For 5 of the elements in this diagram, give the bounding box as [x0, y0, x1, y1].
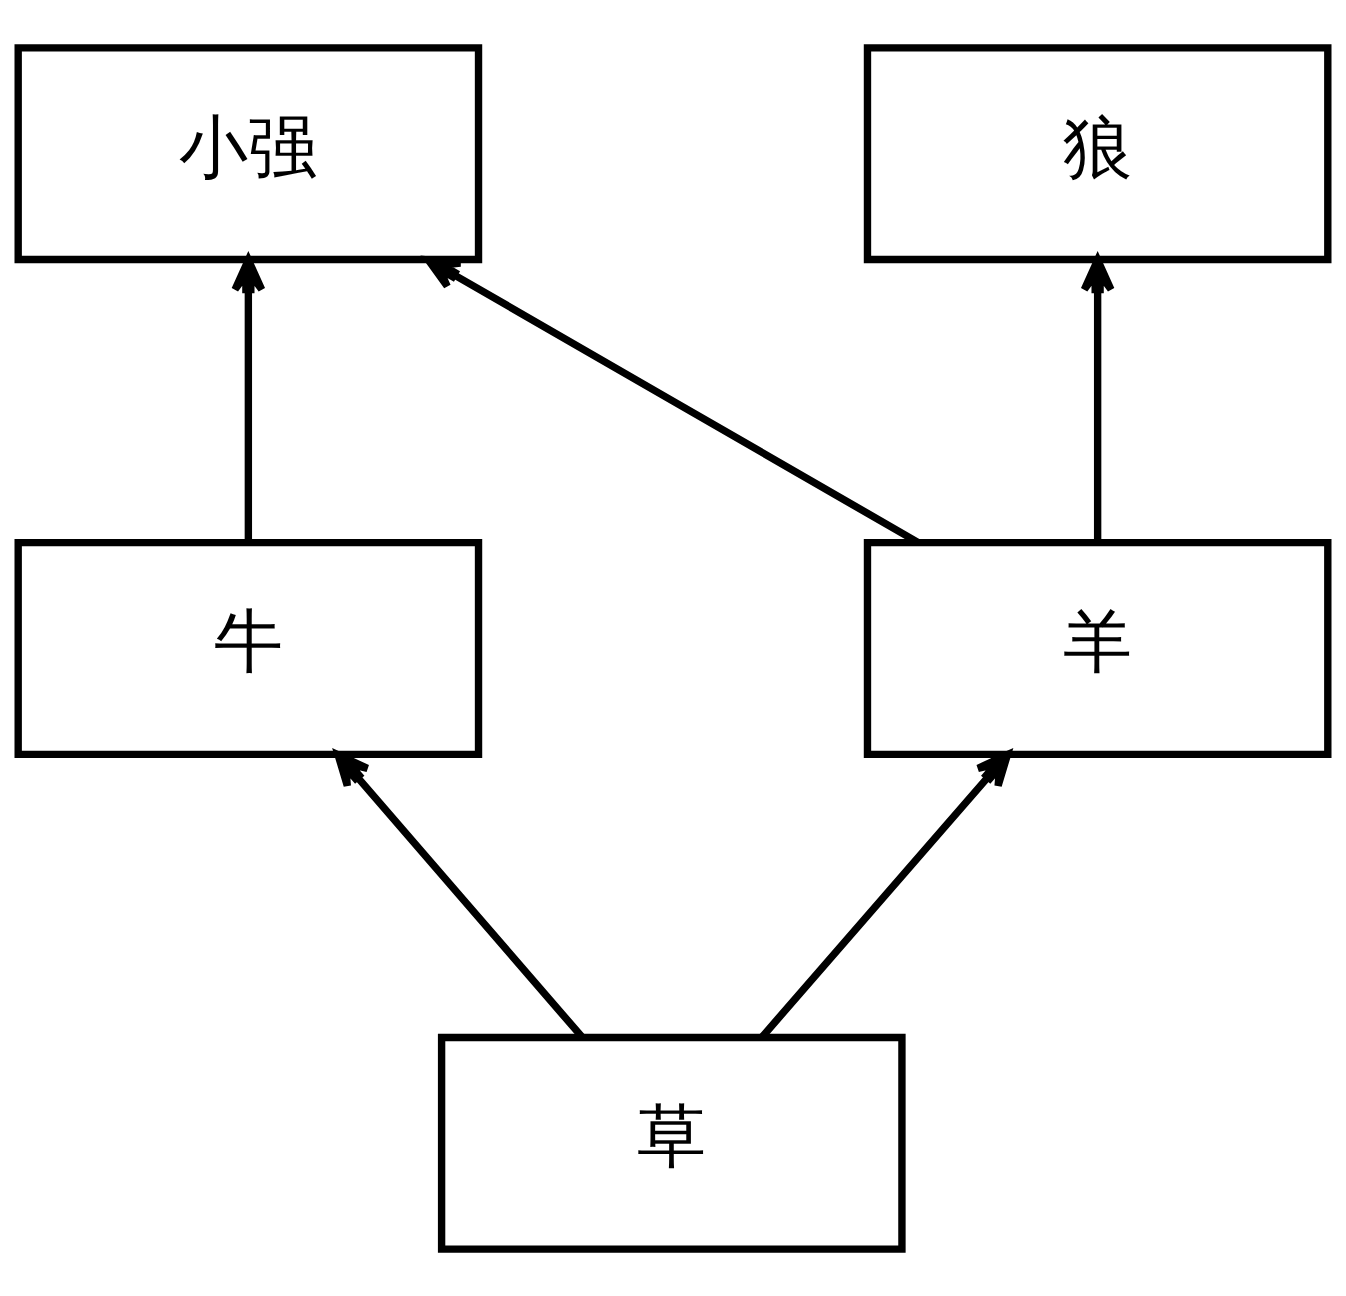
node-box: 羊	[863, 538, 1332, 758]
node-box: 牛	[14, 538, 483, 758]
node-box: 草	[437, 1033, 906, 1253]
node-box: 狼	[863, 43, 1332, 263]
node-box: 小强	[14, 43, 483, 263]
